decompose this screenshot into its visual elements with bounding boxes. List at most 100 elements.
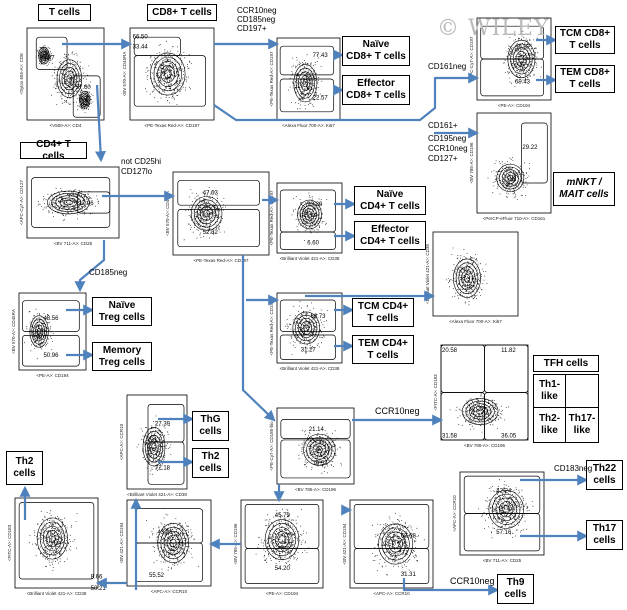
gate-region [279,231,336,250]
density-contour [458,266,476,291]
event-dots [298,427,342,474]
gate-cd25-line2: CD127lo [121,167,153,176]
density-contour [504,172,517,184]
event-dots [487,157,530,200]
density-contour [303,433,336,466]
th1-like-cell: Th1-like [533,374,566,408]
mnkt-label: mNKT /MAIT cells [553,172,615,206]
x-axis-label: <BV 711-A>: CD25 [483,558,522,563]
tcm-cd8-line2: T cells [569,40,601,51]
gate-cd25-line1: not CD25hi [121,157,162,166]
event-dots [372,512,425,576]
y-axis-label: <BV 421-A>: CD194 [119,522,124,564]
density-contour [268,523,296,557]
density-contour [51,193,86,212]
density-contour [465,400,495,423]
plot-cd4-cd38: 93.396.60<Brilliant Violet 421-A>: CD38<… [269,182,343,261]
y-axis-label: <FITC-A>: CD183 [7,524,12,561]
y-axis-label: <APC-Cy7-A>: CD197 [469,36,474,82]
tem-cd8-line2: T cells [569,79,601,90]
naive-cd8-line2: CD8+ T cells [346,51,406,62]
gate-percentage: 21.14 [309,427,325,433]
density-contour [36,517,68,560]
density-contour [49,534,56,543]
dot-cloud [288,54,323,110]
gate-region [280,419,351,439]
y-axis-label: <APC-A>: CCR10 [452,495,457,532]
density-contour [38,46,50,65]
density-contour [498,501,514,518]
density-contour [142,427,166,467]
gate-percentage: 50.21 [91,586,107,592]
y-axis-label: <BV 570-A>: CD45RA [165,191,170,236]
gate-region [279,299,336,332]
density-contour [391,539,400,549]
x-axis-label: <PE-Texas Red-A>: CD197 [193,258,249,263]
dot-cloud [372,512,425,576]
gate-percentage: 47.63 [203,190,219,196]
gate-region [18,502,95,580]
tfh-cells-label: TFH cells [533,355,599,372]
dot-cloud [255,508,309,569]
dot-cloud [35,45,94,113]
y-axis-label: <FITC-A>: CD183 [433,374,438,411]
dot-cloud [291,192,328,241]
gate-ccr10-line2: CD185neg [237,15,276,24]
th22-line1: Th22 [592,463,617,474]
th2-like-cell: Th2-like [533,407,566,443]
x-axis-label: <PE-A>: CD194 [266,591,299,596]
gate-percentage: 79.54 [313,461,329,467]
density-contour [298,71,313,95]
empty-grid-cell [565,374,599,408]
x-axis-label: <V500-A>: CD4 [50,123,82,128]
x-axis-label: <Brilliant Violet 421-A>: CD38 [27,591,87,596]
plot-frame [276,182,343,254]
density-contour [200,206,214,221]
density-contour [496,163,525,193]
density-contour [150,52,186,96]
density-contour [40,50,48,61]
gate-region [484,392,529,441]
gate-cd161pos-line3: CCR10neg [428,144,468,153]
thg-line2: cells [199,426,222,437]
gate-percentage: 55.52 [149,573,165,579]
density-contour [63,199,73,206]
dot-cloud [285,301,328,355]
gate-percentage: 27.39 [155,421,171,427]
gate-percentage: 50.96 [43,353,59,359]
dot-cloud [136,415,172,481]
y-axis-label: <PE-Texas Red-A>: CD197 [269,190,274,246]
naive-cd8-line1: Naïve [362,39,390,50]
y-axis-label: <Sytox 655-A>: CD8 [19,53,24,95]
gate-region [177,209,260,248]
density-contour [455,262,479,294]
gate-percentage: 68.73 [311,314,327,320]
density-contour [469,403,492,420]
dot-cloud [145,40,192,105]
th2-left-line1: Th2 [15,456,34,467]
gate-percentage: 43.28 [157,530,173,536]
gate-percentage: 69.43 [515,80,531,86]
x-axis-label: <Brilliant Violet 421-A>: CD38 [280,256,340,261]
density-contour [492,493,521,525]
density-contour [203,209,210,218]
density-contour [274,531,290,548]
tem-cd4-label: TEM CD4+T cells [352,335,414,364]
gate-ccr10-line1: CCR10neg [237,6,277,15]
density-contour [83,97,87,102]
density-contour [488,490,524,529]
gate-ccr10-line3: CD197+ [237,24,267,33]
density-contour [463,274,471,283]
plot-cd161: 29.22<PerCP-eFluor 710-A>: CD161<BV 785-… [469,112,552,221]
event-dots [288,54,323,110]
